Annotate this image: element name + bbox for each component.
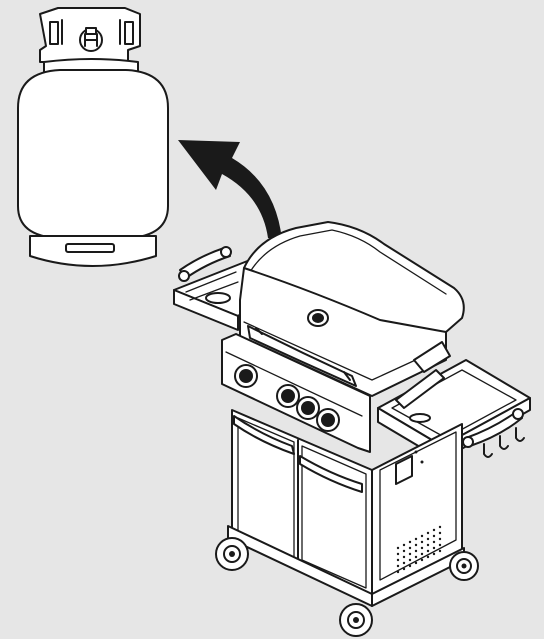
wheel-front-right: [340, 604, 372, 636]
curved-arrow-icon: [178, 140, 282, 240]
wheel-rear-right: [450, 552, 478, 580]
gas-grill-icon: [174, 222, 530, 636]
propane-tank-icon: [18, 8, 168, 266]
wheel-front-left: [216, 538, 248, 570]
